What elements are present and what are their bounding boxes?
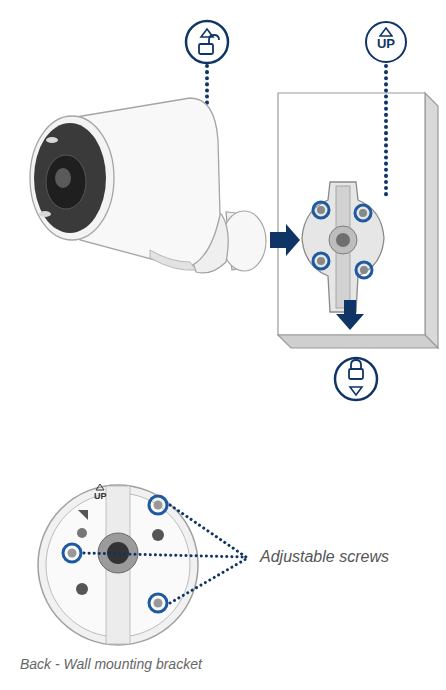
- badge-text: UP: [367, 37, 405, 51]
- wall-side: [425, 93, 438, 348]
- caption: Back - Wall mounting bracket: [20, 656, 202, 672]
- dotted-leader: [384, 66, 388, 196]
- lock-icon: [335, 358, 377, 400]
- slide-down-arrow: [336, 300, 364, 330]
- dotted-leader: [84, 505, 246, 603]
- wall-bracket: [302, 182, 384, 312]
- unlock-icon: [186, 21, 228, 63]
- up-triangle: [379, 27, 393, 37]
- callout-text: Adjustable screws: [260, 548, 389, 566]
- wall-bottom: [278, 335, 438, 348]
- up-marking: UP: [94, 491, 107, 501]
- up-badge: UP: [365, 21, 407, 63]
- push-arrow: [270, 224, 300, 256]
- camera: [30, 98, 266, 273]
- wall-face: [278, 93, 425, 335]
